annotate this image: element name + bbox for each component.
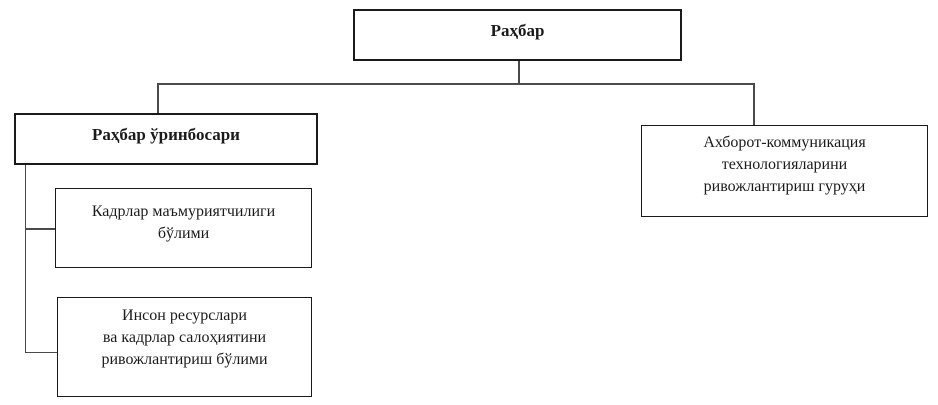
connector-to-deputy <box>157 83 159 114</box>
connector-to-hr-admin <box>24 228 57 230</box>
node-deputy-label: Раҳбар ўринбосари <box>92 125 240 144</box>
node-hr-dev-line: Инсон ресурслари <box>122 307 247 324</box>
node-hr-admin-line: Кадрлар маъмуриятчилиги <box>91 203 276 220</box>
node-hr-dev-line: ривожлантириш бўлими <box>101 351 268 368</box>
node-head: Раҳбар <box>353 9 682 61</box>
connector-to-ict-group <box>753 83 755 126</box>
node-head-label: Раҳбар <box>490 21 545 40</box>
connector-to-hr-dev <box>24 351 59 353</box>
connector-main-horizontal <box>157 83 755 85</box>
node-ict-group: Ахборот-коммуникация технологияларини ри… <box>641 125 928 217</box>
node-ict-group-line: ривожлантириш гуруҳи <box>703 178 866 195</box>
node-hr-dev: Инсон ресурслари ва кадрлар салоҳиятини … <box>57 297 312 397</box>
node-hr-dev-line: ва кадрлар салоҳиятини <box>102 329 267 346</box>
node-ict-group-line: Ахборот-коммуникация <box>703 134 866 151</box>
connector-head-down <box>518 61 520 84</box>
node-hr-admin-line: бўлими <box>157 225 210 242</box>
node-deputy: Раҳбар ўринбосари <box>14 113 318 165</box>
node-ict-group-line: технологияларини <box>721 156 848 173</box>
node-hr-admin: Кадрлар маъмуриятчилиги бўлими <box>55 188 312 268</box>
connector-deputy-down <box>24 165 26 353</box>
